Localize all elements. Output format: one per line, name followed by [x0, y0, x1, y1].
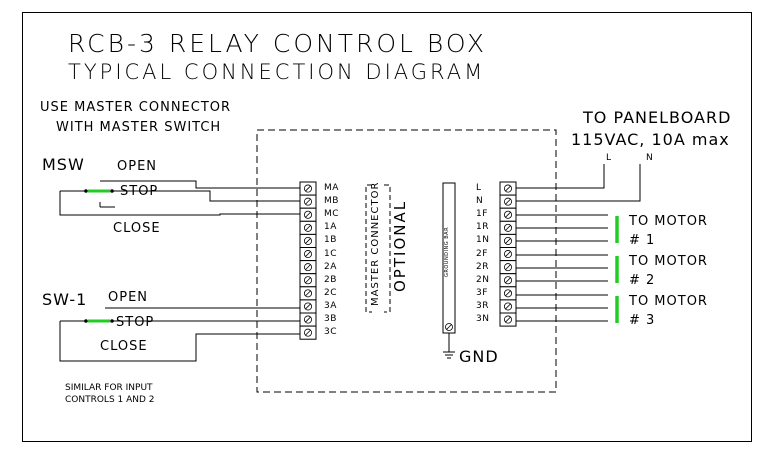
page-subtitle: TYPICAL CONNECTION DIAGRAM	[68, 60, 486, 84]
right-terminal-label-1r: 1R	[476, 222, 489, 233]
sw1-close-label: CLOSE	[100, 339, 148, 354]
motor3-number: # 3	[629, 313, 656, 328]
panel-line-l: L	[606, 153, 612, 163]
motor1-number: # 1	[629, 233, 656, 248]
left-terminal-label-3b: 3B	[324, 314, 337, 324]
right-terminal-label-l: L	[476, 183, 482, 193]
left-terminal-screw-8	[303, 289, 312, 298]
relay-box-outline	[256, 129, 557, 393]
sw1-label: SW-1	[42, 290, 88, 309]
similar-note-line1: SIMILAR FOR INPUT	[65, 383, 153, 393]
note-master-line2: WITH MASTER SWITCH	[56, 120, 222, 135]
msw-label: MSW	[42, 155, 85, 174]
panel-line-n: N	[646, 153, 653, 163]
right-terminal-screw-6	[503, 263, 512, 272]
note-master-line1: USE MASTER CONNECTOR	[40, 100, 232, 115]
gnd-label: GND	[459, 347, 499, 366]
left-terminal-label-mc: MC	[324, 209, 340, 220]
msw-open-label: OPEN	[117, 159, 158, 174]
right-terminal-label-2r: 2R	[476, 261, 489, 272]
msw-close-label: CLOSE	[113, 221, 161, 236]
similar-note-line2: CONTROLS 1 AND 2	[65, 395, 155, 405]
left-terminal-screw-1	[303, 197, 312, 206]
motor2-to-label: TO MOTOR	[629, 254, 708, 269]
right-terminal-label-3f: 3F	[476, 287, 488, 298]
right-terminal-block	[499, 181, 517, 327]
right-terminal-screw-0	[503, 184, 512, 193]
right-terminal-screw-4	[503, 236, 512, 245]
right-terminal-label-3r: 3R	[476, 300, 489, 311]
left-terminal-screw-4	[303, 236, 312, 245]
left-terminal-label-1a: 1A	[324, 222, 337, 233]
drawing-frame	[22, 12, 752, 442]
left-terminal-screw-5	[303, 250, 312, 259]
left-terminal-screw-10	[303, 315, 312, 324]
left-terminal-label-mb: MB	[324, 196, 339, 207]
left-terminal-label-1c: 1C	[324, 248, 338, 259]
right-terminal-label-1n: 1N	[476, 235, 490, 246]
msw-stop-label: STOP	[120, 184, 159, 199]
right-terminal-label-3n: 3N	[476, 314, 490, 324]
right-terminal-screw-5	[503, 250, 512, 259]
right-terminal-label-n: N	[476, 196, 484, 207]
left-terminal-screw-2	[303, 210, 312, 219]
master-connector-label: MASTER CONNECTOR	[370, 181, 381, 306]
left-terminal-screw-6	[303, 263, 312, 272]
right-terminal-screw-9	[503, 302, 512, 311]
left-terminal-screw-3	[303, 223, 312, 232]
sw1-wiring	[59, 307, 300, 362]
left-terminal-label-2a: 2A	[324, 261, 337, 272]
left-terminal-screw-7	[303, 276, 312, 285]
right-terminal-screw-7	[503, 276, 512, 285]
sw1-open-label: OPEN	[108, 290, 149, 305]
left-terminal-label-2c: 2C	[324, 287, 338, 298]
left-terminal-label-3c: 3C	[324, 327, 338, 338]
left-terminal-label-1b: 1B	[324, 235, 337, 246]
motor1-to-label: TO MOTOR	[629, 214, 708, 229]
right-terminal-screw-10	[503, 315, 512, 324]
right-terminal-screw-1	[503, 197, 512, 206]
right-terminal-screw-2	[503, 210, 512, 219]
motor3-to-label: TO MOTOR	[629, 294, 708, 309]
motor2-number: # 2	[629, 273, 656, 288]
right-terminal-screw-8	[503, 289, 512, 298]
grounding-bar-label: GROUNDING BAR	[444, 226, 450, 277]
left-terminal-screw-11	[303, 328, 312, 337]
panelboard-rating: 115VAC, 10A max	[571, 130, 730, 149]
left-terminal-label-3a: 3A	[324, 300, 337, 311]
left-terminal-label-ma: MA	[324, 183, 339, 193]
optional-label: OPTIONAL	[391, 199, 409, 292]
right-terminal-label-2n: 2N	[476, 274, 490, 285]
panelboard-label: TO PANELBOARD	[583, 108, 732, 127]
left-terminal-screw-9	[303, 302, 312, 311]
left-terminal-label-2b: 2B	[324, 274, 337, 285]
left-terminal-screw-0	[303, 184, 312, 193]
panelboard-wiring	[516, 164, 641, 202]
msw-wiring	[59, 180, 300, 216]
right-terminal-label-1f: 1F	[476, 209, 488, 220]
right-terminal-screw-3	[503, 223, 512, 232]
left-terminal-block	[299, 181, 317, 340]
motor-wiring	[516, 214, 608, 322]
page-title: RCB-3 RELAY CONTROL BOX	[68, 29, 488, 58]
master-connector-bracket	[365, 184, 391, 313]
sw1-stop-label: STOP	[116, 315, 155, 330]
grounding-screw	[445, 323, 453, 331]
right-terminal-label-2f: 2F	[476, 248, 488, 259]
